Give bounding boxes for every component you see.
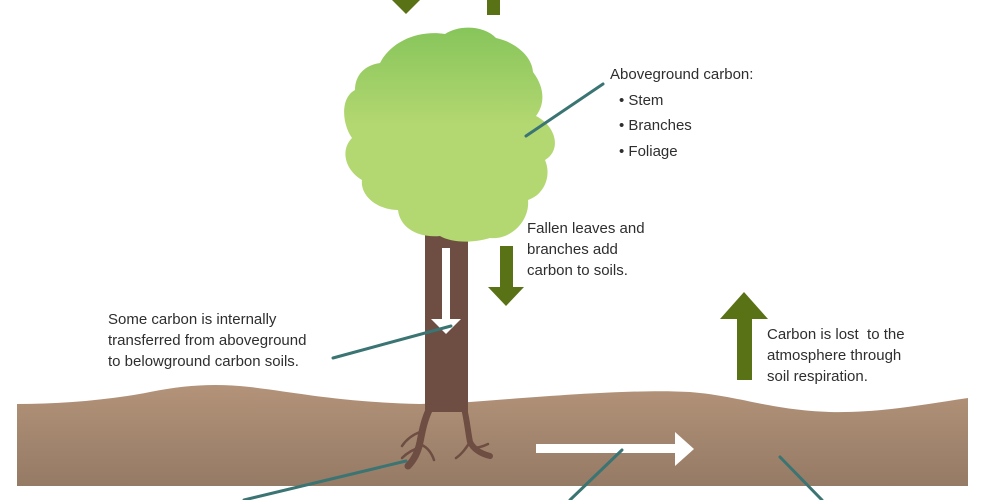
top-down-arrow (392, 0, 420, 14)
aboveground-item-branches: • Branches (619, 117, 692, 134)
leader-line-roots (242, 459, 408, 500)
internal-transfer-label: Some carbon is internally transferred fr… (108, 309, 306, 372)
tree-foliage (344, 27, 555, 242)
aboveground-heading: Aboveground carbon: (610, 66, 754, 83)
aboveground-item-foliage: • Foliage (619, 142, 678, 160)
leader-line-internal (331, 324, 453, 360)
soil-transfer-arrow (536, 432, 694, 466)
aboveground-item-stem: • Stem (619, 91, 664, 109)
leader-line-aboveground (524, 82, 605, 138)
internal-line-3: to belowground carbon soils. (108, 353, 299, 370)
leader-line-soil (778, 455, 824, 500)
litterfall-arrow (488, 246, 524, 306)
respiration-line-3: soil respiration. (767, 368, 868, 385)
aboveground-carbon-label: Aboveground carbon: • Stem • Branches • … (610, 62, 753, 164)
respiration-line-2: atmosphere through (767, 347, 902, 364)
internal-line-1: Some carbon is internally (108, 311, 277, 328)
soil-respiration-label: Carbon is lost to the atmosphere through… (767, 324, 905, 387)
soil-layer (17, 384, 968, 486)
internal-line-2: transferred from aboveground (108, 332, 307, 349)
leader-line-soil-arrow (568, 448, 624, 500)
respiration-line-1: Carbon is lost to the (767, 326, 905, 343)
top-up-arrow (487, 0, 500, 15)
fallen-line-3: carbon to soils. (527, 262, 628, 279)
fallen-leaves-label: Fallen leaves and branches add carbon to… (527, 218, 645, 281)
respiration-arrow (720, 292, 768, 380)
fallen-line-1: Fallen leaves and (527, 220, 645, 237)
tree-roots (400, 404, 493, 470)
fallen-line-2: branches add (527, 241, 618, 258)
